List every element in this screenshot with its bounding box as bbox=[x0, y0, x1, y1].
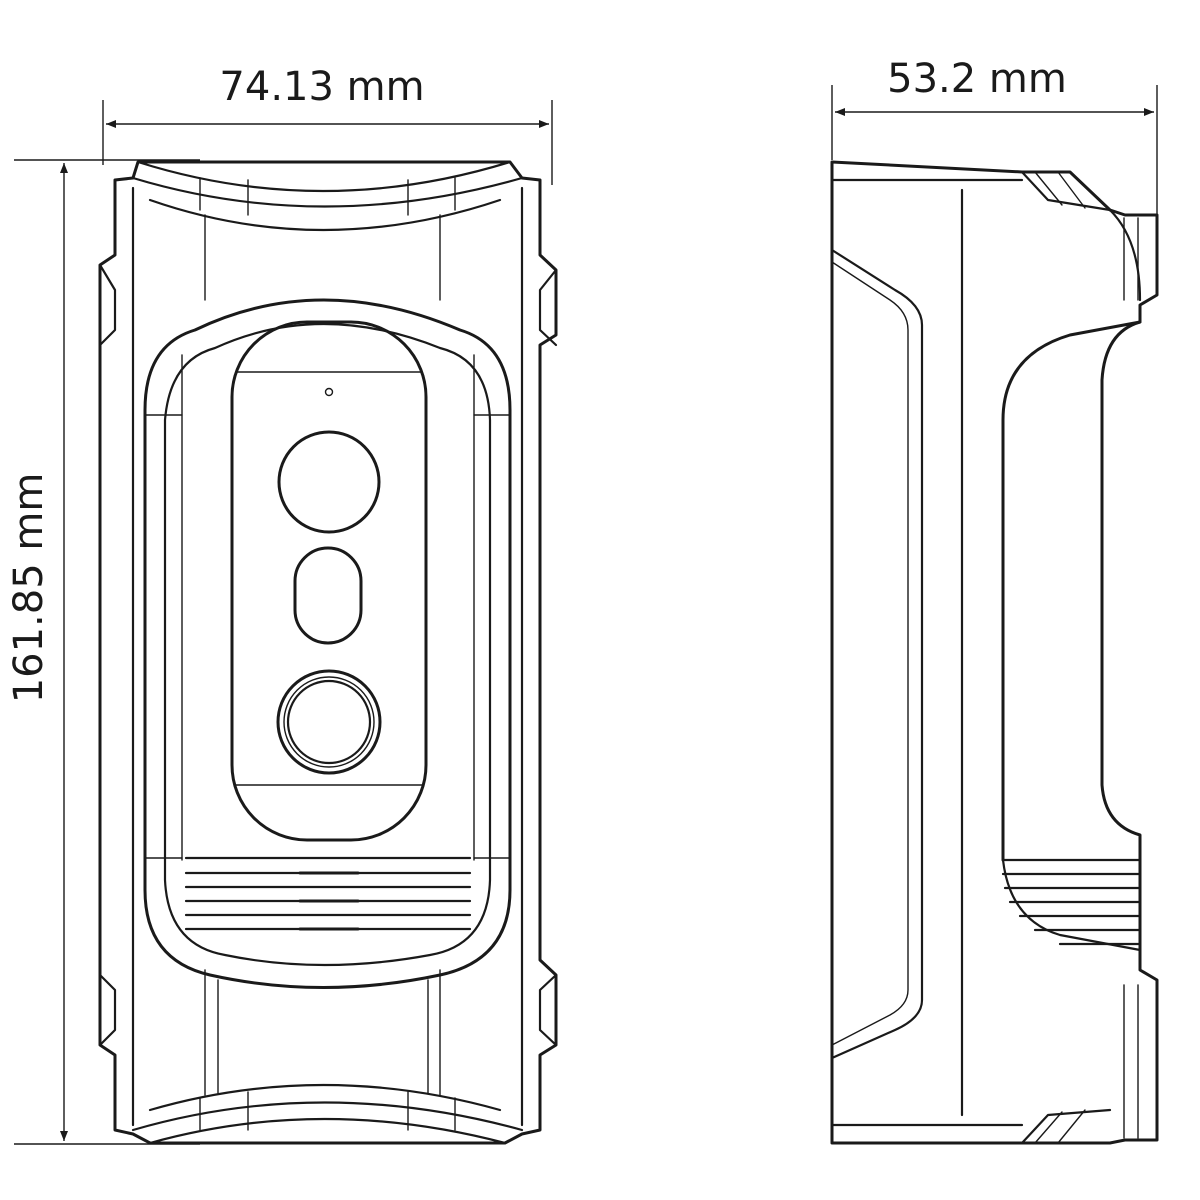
width-label: 74.13 mm bbox=[219, 64, 424, 110]
height-dimension: 161.85 mm bbox=[6, 159, 200, 1145]
depth-label: 53.2 mm bbox=[887, 56, 1067, 102]
microphone-hole bbox=[324, 387, 334, 397]
camera-lens bbox=[277, 430, 381, 534]
width-dimension: 74.13 mm bbox=[102, 64, 553, 185]
speaker-grille bbox=[184, 856, 472, 931]
depth-dimension: 53.2 mm bbox=[831, 56, 1158, 215]
side-view bbox=[830, 160, 1159, 1145]
side-speaker-slats bbox=[1001, 858, 1142, 946]
height-label: 161.85 mm bbox=[6, 473, 52, 704]
call-button bbox=[276, 669, 382, 775]
front-view bbox=[98, 160, 558, 1145]
sensor-window bbox=[293, 546, 363, 645]
